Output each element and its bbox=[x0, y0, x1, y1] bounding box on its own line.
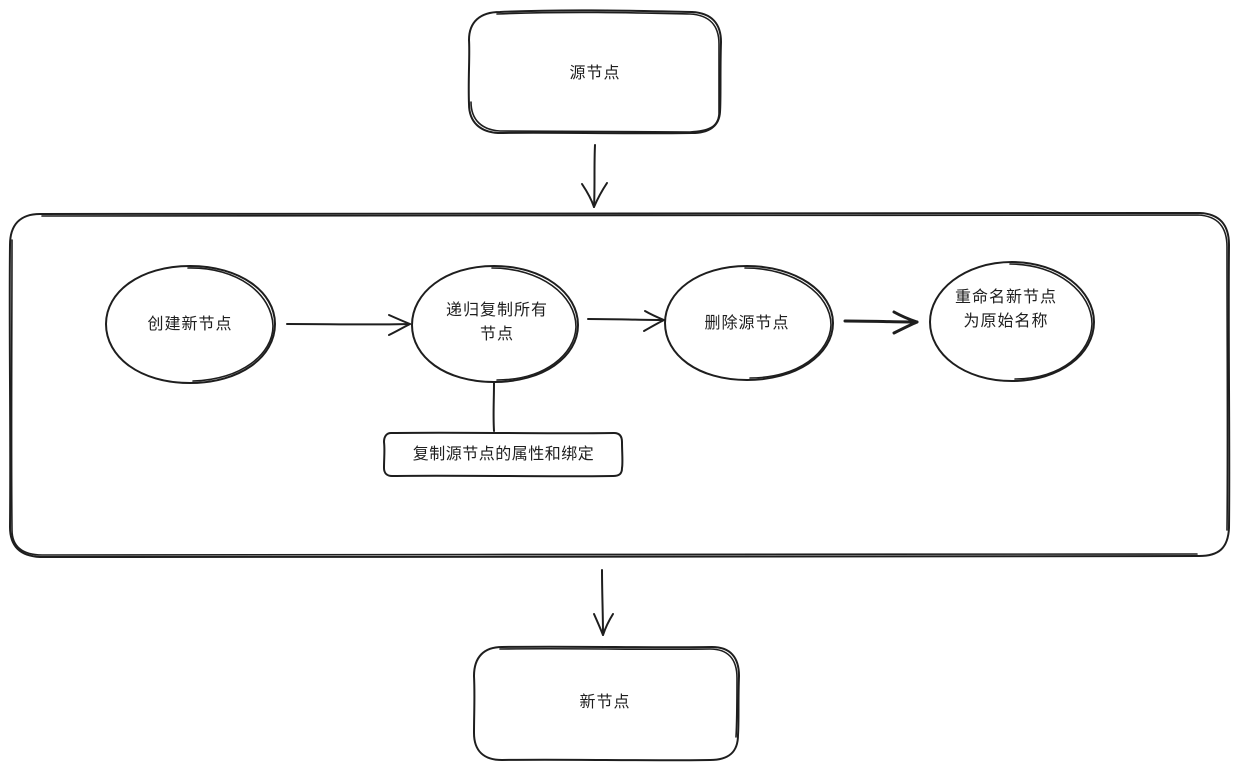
rename-ellipse bbox=[929, 261, 1095, 382]
source-node-label: 源节点 bbox=[569, 63, 621, 82]
arrow-delete-to-rename bbox=[843, 310, 919, 335]
source-node-box bbox=[467, 9, 722, 135]
arrow-source-to-process bbox=[581, 144, 608, 208]
arrow-create-to-copy bbox=[286, 314, 411, 336]
new-node-box bbox=[473, 645, 740, 762]
new-node-label: 新节点 bbox=[579, 692, 631, 711]
create-node-ellipse bbox=[105, 265, 276, 384]
arrow-copy-to-delete bbox=[587, 310, 665, 332]
delete-source-ellipse bbox=[664, 265, 834, 381]
copy-attrs-box bbox=[383, 431, 624, 478]
copy-attrs-label: 复制源节点的属性和绑定 bbox=[412, 444, 595, 463]
copy-all-label: 递归复制所有节点 bbox=[445, 300, 548, 343]
rename-label: 重命名新节点为原始名称 bbox=[954, 287, 1057, 330]
delete-source-label: 删除源节点 bbox=[704, 313, 790, 332]
process-container bbox=[8, 212, 1231, 558]
create-node-label: 创建新节点 bbox=[147, 314, 233, 333]
arrow-process-to-new bbox=[593, 569, 614, 636]
